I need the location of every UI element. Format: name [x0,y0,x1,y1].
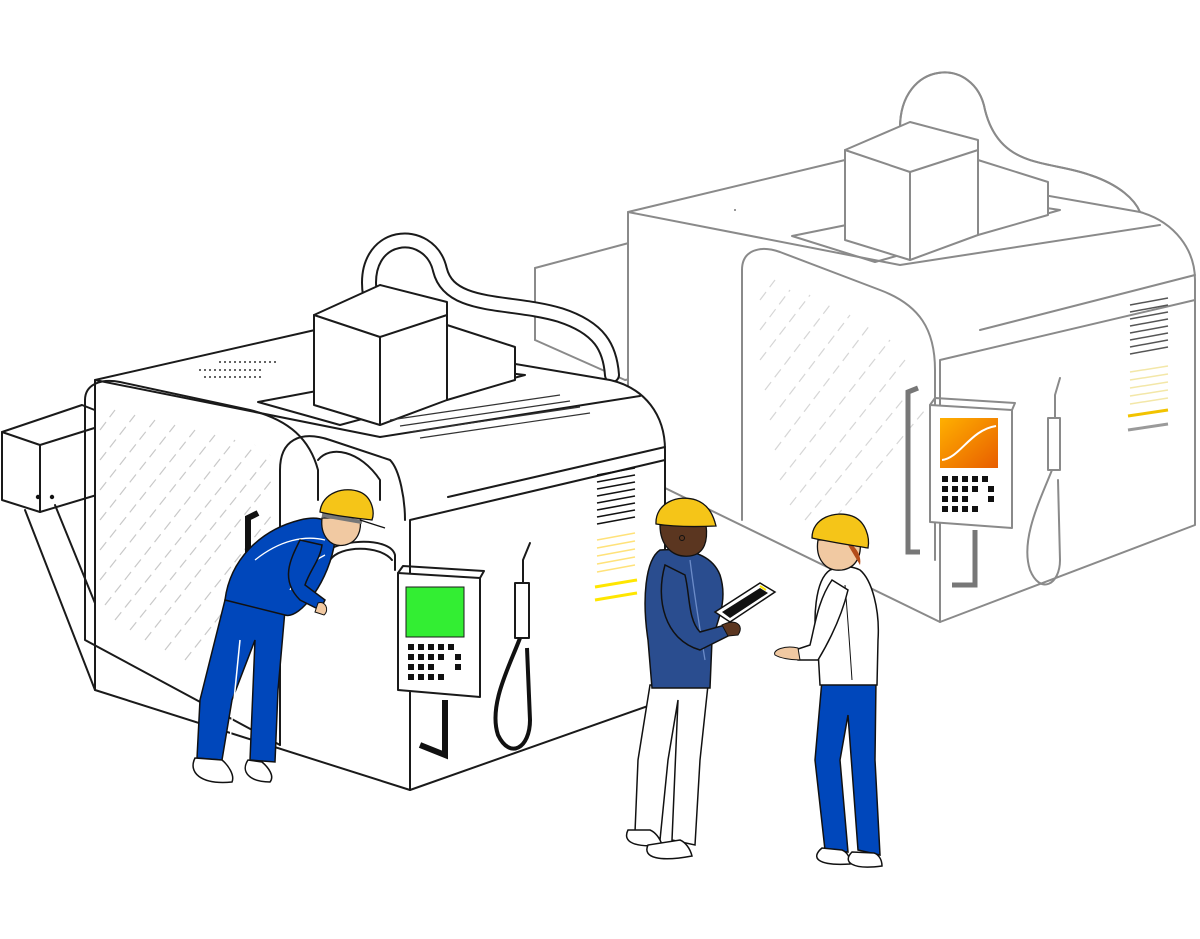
control-panel-front [397,565,485,760]
person-operator-leaning [192,489,386,784]
hard-hat-2 [655,497,717,528]
person-gesturing [774,513,883,868]
hard-hat-3 [811,513,870,549]
side-vent-front [596,467,636,525]
tablet [713,582,777,623]
control-panel-back [929,397,1016,588]
panel-screen-back [940,418,998,468]
keypad-back [942,476,994,512]
side-vent-back [1129,297,1169,355]
person-with-tablet [625,497,777,860]
door-handle-back [905,385,920,555]
air-gun-front [493,542,533,751]
hard-hat-1 [319,489,374,521]
shoe-left [192,757,234,784]
vent-dots-front [199,361,276,378]
door-glass-front [99,409,273,661]
shoe-right [244,759,273,783]
panel-screen-front [405,586,465,638]
air-gun-back [1026,377,1061,586]
cnc-machine-back [534,71,1196,623]
keypad-front [408,644,461,680]
